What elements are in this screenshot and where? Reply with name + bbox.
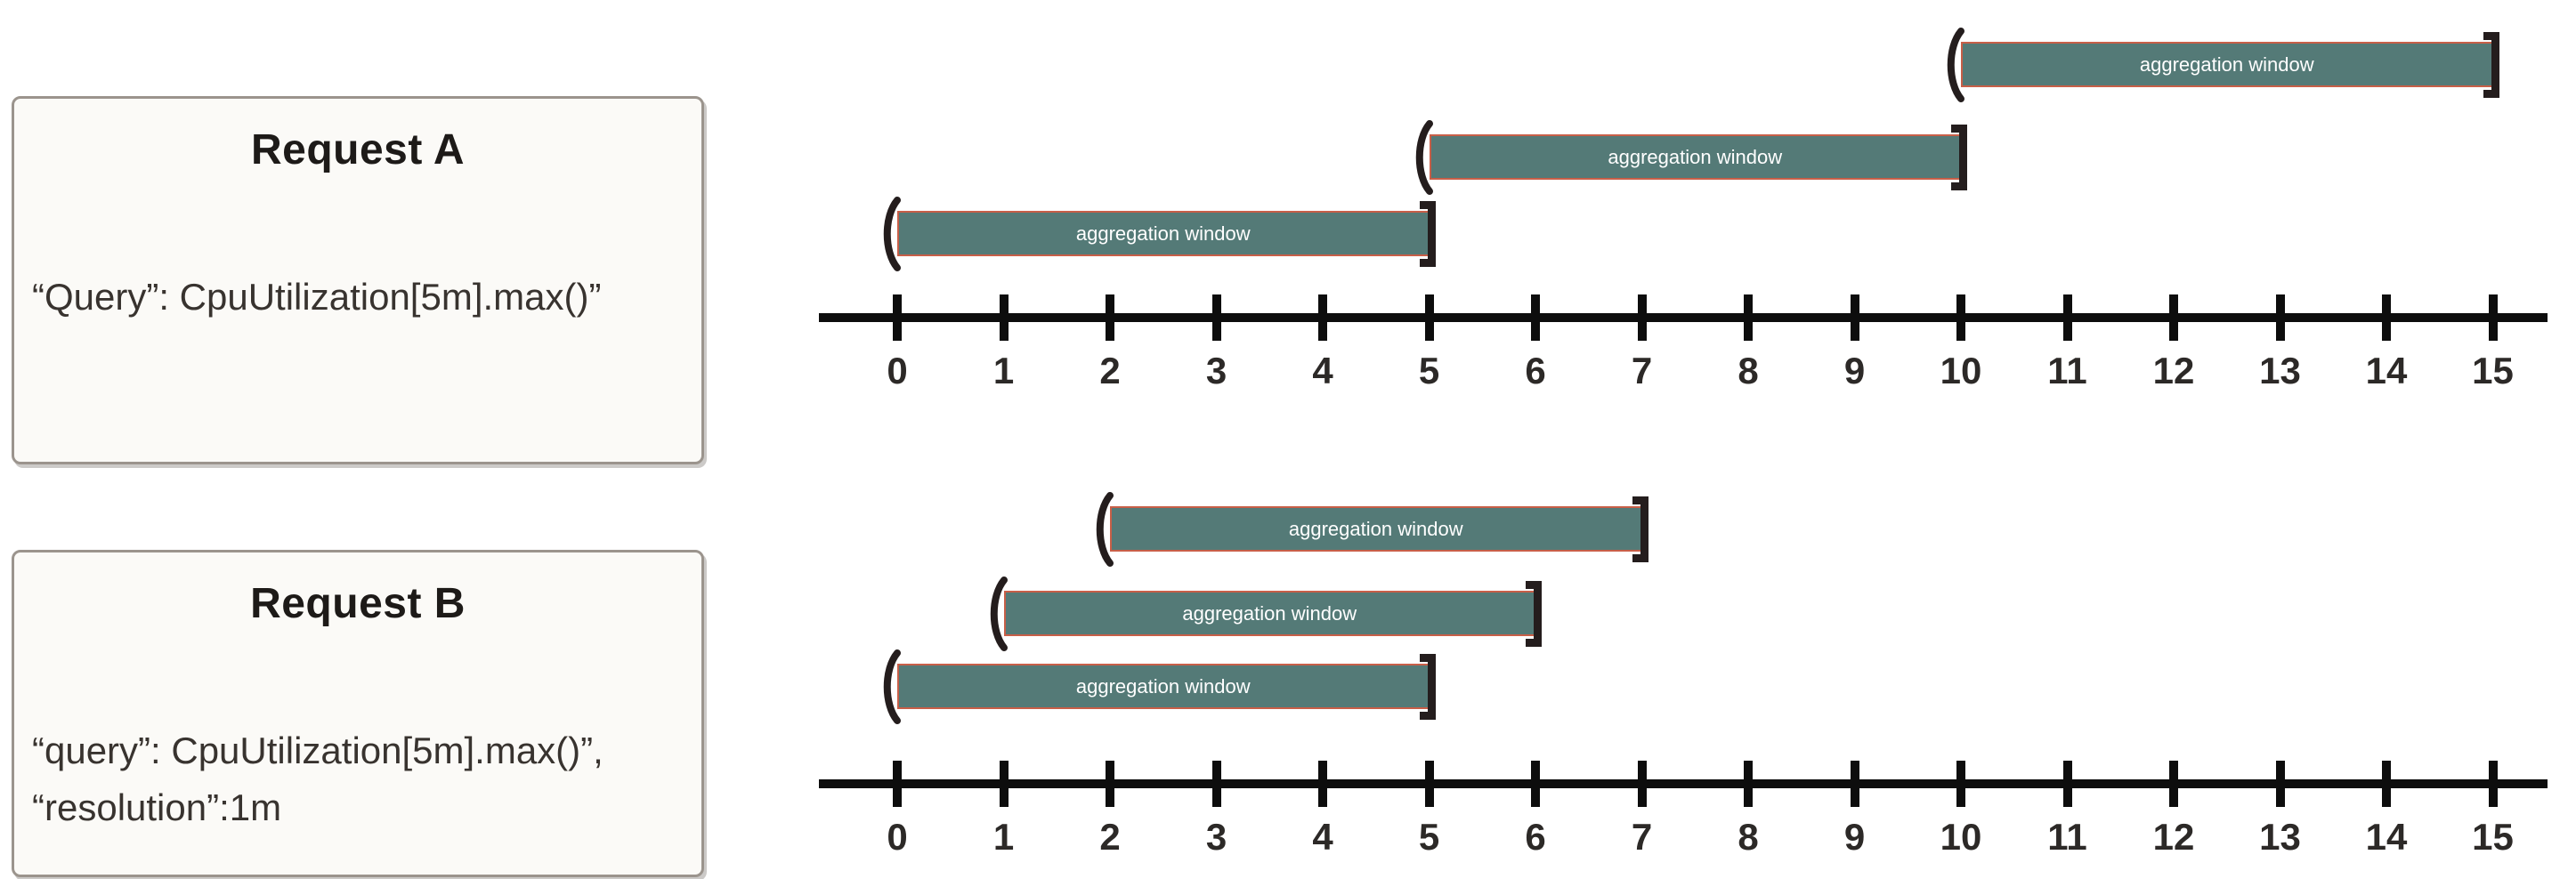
axis-tick xyxy=(2488,294,2498,341)
axis-tick-label: 1 xyxy=(992,816,1015,858)
axis-tick-label: 6 xyxy=(1525,350,1546,391)
axis-tick-label: 1 xyxy=(992,350,1015,391)
axis-tick-label: 9 xyxy=(1843,816,1866,858)
axis-tick xyxy=(1637,761,1647,807)
axis-tick-label: 7 xyxy=(1631,350,1653,391)
close-bracket-icon xyxy=(1419,200,1436,267)
bar-label: aggregation window xyxy=(1288,517,1463,540)
axis-tick xyxy=(2062,761,2072,807)
request-a-body: “Query”: CpuUtilization[5m].max()” xyxy=(32,269,689,326)
open-paren-icon xyxy=(1410,119,1433,195)
open-paren-icon xyxy=(984,576,1008,651)
axis-tick-label: 10 xyxy=(1940,350,1982,391)
axis-tick-label: 5 xyxy=(1418,816,1440,858)
axis-tick-label: 2 xyxy=(1099,350,1121,391)
axis-tick xyxy=(1637,294,1647,341)
axis-tick-label: 12 xyxy=(2152,816,2195,858)
axis-tick-label: 3 xyxy=(1205,350,1227,391)
axis-tick-label: 15 xyxy=(2472,816,2514,858)
axis-tick xyxy=(1211,761,1221,807)
aggregation-window-bar: aggregation window xyxy=(1096,491,1648,567)
axis-tick-label: 2 xyxy=(1099,816,1121,858)
axis-tick xyxy=(1106,294,1114,341)
axis-tick xyxy=(2382,761,2391,807)
axis-tick xyxy=(2488,761,2498,807)
axis-tick xyxy=(893,294,902,341)
open-paren-icon xyxy=(878,649,901,724)
axis-tick xyxy=(1211,294,1221,341)
request-b-body: “query”: CpuUtilization[5m].max()”, “res… xyxy=(32,722,689,836)
axis-tick xyxy=(1531,294,1540,341)
axis-tick-label: 6 xyxy=(1525,816,1546,858)
axis-tick xyxy=(1956,761,1965,807)
close-bracket-icon xyxy=(1632,496,1648,562)
axis-tick-label: 13 xyxy=(2259,350,2301,391)
axis-tick-label: 7 xyxy=(1631,816,1653,858)
close-bracket-icon xyxy=(1951,124,1967,190)
axis-tick xyxy=(893,761,902,807)
axis-tick xyxy=(1531,761,1540,807)
axis-line xyxy=(819,313,2548,322)
aggregation-window-bar: aggregation window xyxy=(990,576,1542,651)
request-a-panel: Request A “Query”: CpuUtilization[5m].ma… xyxy=(12,96,704,464)
axis-tick xyxy=(999,294,1009,341)
open-paren-icon xyxy=(878,196,901,271)
axis-tick xyxy=(1744,294,1753,341)
axis-tick-label: 9 xyxy=(1843,350,1866,391)
close-bracket-icon xyxy=(1419,653,1436,720)
axis-tick xyxy=(1318,761,1327,807)
request-b-panel: Request B “query”: CpuUtilization[5m].ma… xyxy=(12,550,704,877)
request-b-body-line: “resolution”:1m xyxy=(32,786,282,828)
close-bracket-icon xyxy=(1526,580,1542,647)
axis-tick-label: 11 xyxy=(2047,350,2087,391)
axis-tick-label: 5 xyxy=(1418,350,1440,391)
axis-tick xyxy=(1424,294,1434,341)
axis-tick xyxy=(1850,761,1859,807)
axis-tick-label: 0 xyxy=(887,350,908,391)
close-bracket-icon xyxy=(2483,31,2499,98)
axis-tick-label: 12 xyxy=(2152,350,2195,391)
axis-tick-label: 15 xyxy=(2472,350,2514,391)
bar-label: aggregation window xyxy=(2139,52,2314,76)
axis-tick xyxy=(1850,294,1859,341)
axis-tick-label: 14 xyxy=(2365,816,2408,858)
axis-tick xyxy=(2275,294,2285,341)
axis-tick-label: 14 xyxy=(2365,350,2408,391)
open-paren-icon xyxy=(1090,491,1114,567)
axis-tick xyxy=(2169,294,2178,341)
axis-tick xyxy=(2382,294,2391,341)
axis-tick xyxy=(2275,761,2285,807)
axis-tick-label: 4 xyxy=(1312,350,1333,391)
axis-tick xyxy=(1318,294,1327,341)
axis-tick-label: 10 xyxy=(1940,816,1982,858)
axis-tick-label: 4 xyxy=(1312,816,1333,858)
request-b-body-line: “query”: CpuUtilization[5m].max()”, xyxy=(32,730,603,771)
bar-label: aggregation window xyxy=(1075,674,1251,698)
axis-tick xyxy=(2062,294,2072,341)
bar-label: aggregation window xyxy=(1075,222,1251,245)
open-paren-icon xyxy=(1941,27,1964,102)
aggregation-window-bar: aggregation window xyxy=(883,196,1436,271)
axis-tick xyxy=(1744,761,1753,807)
aggregation-window-bar: aggregation window xyxy=(883,649,1436,724)
axis-tick-label: 3 xyxy=(1205,816,1227,858)
axis-tick-label: 8 xyxy=(1738,350,1759,391)
aggregation-window-bar: aggregation window xyxy=(1415,119,1967,195)
bar-label: aggregation window xyxy=(1608,145,1783,168)
request-a-body-line: “Query”: CpuUtilization[5m].max()” xyxy=(32,276,602,318)
axis-tick xyxy=(1424,761,1434,807)
axis-tick-label: 11 xyxy=(2047,816,2087,858)
aggregation-window-bar: aggregation window xyxy=(1947,27,2499,102)
axis-tick xyxy=(1956,294,1965,341)
axis-tick xyxy=(2169,761,2178,807)
request-a-title: Request A xyxy=(250,126,466,173)
axis-tick-label: 8 xyxy=(1738,816,1759,858)
axis-tick-label: 0 xyxy=(887,816,908,858)
axis-line xyxy=(819,779,2548,788)
axis-tick xyxy=(999,761,1009,807)
bar-label: aggregation window xyxy=(1182,601,1357,625)
axis-tick-label: 13 xyxy=(2259,816,2301,858)
axis-tick xyxy=(1106,761,1114,807)
request-b-title: Request B xyxy=(250,580,466,627)
